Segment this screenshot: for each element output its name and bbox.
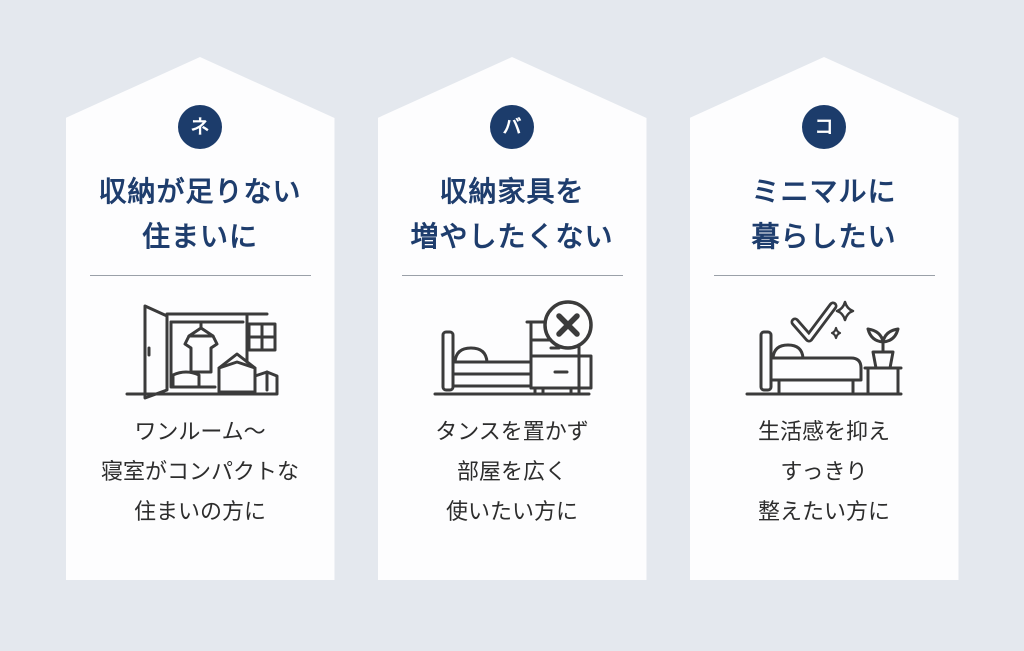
description-line: 部屋を広く bbox=[456, 459, 567, 484]
badge-label: ネ bbox=[190, 116, 210, 138]
divider bbox=[89, 275, 311, 276]
description-line: ワンルーム〜 bbox=[134, 419, 266, 444]
card-description: タンスを置かず 部屋を広く 使いたい方に bbox=[435, 412, 589, 532]
description-line: 住まいの方に bbox=[133, 499, 266, 524]
description-line: 整えたい方に bbox=[757, 499, 890, 524]
title-line: 住まいに bbox=[141, 222, 258, 253]
card-title: 収納家具を 増やしたくない bbox=[410, 170, 613, 260]
card-description: ワンルーム〜 寝室がコンパクトな 住まいの方に bbox=[101, 412, 299, 532]
title-line: ミニマルに bbox=[751, 177, 897, 208]
description-line: 生活感を抑え bbox=[757, 419, 890, 444]
description-line: 使いたい方に bbox=[445, 499, 578, 524]
title-line: 収納家具を bbox=[439, 177, 585, 208]
badge-circle: バ bbox=[490, 105, 534, 149]
persona-card-storage-shortage: ネ 収納が足りない 住まいに bbox=[65, 57, 335, 580]
divider bbox=[713, 275, 935, 276]
divider bbox=[401, 275, 623, 276]
title-line: 収納が足りない bbox=[98, 177, 302, 208]
description-line: 寝室がコンパクトな bbox=[100, 459, 299, 484]
card-title: ミニマルに 暮らしたい bbox=[751, 170, 896, 260]
badge-circle: ネ bbox=[178, 105, 222, 149]
description-line: タンスを置かず bbox=[435, 419, 589, 444]
open-closet-with-boxes-icon bbox=[115, 292, 285, 402]
bed-dresser-crossed-out-icon bbox=[427, 292, 597, 402]
card-title: 収納が足りない 住まいに bbox=[98, 170, 301, 260]
persona-card-minimal-living: コ ミニマルに 暮らしたい bbox=[689, 57, 959, 580]
badge-circle: コ bbox=[802, 105, 846, 149]
title-line: 増やしたくない bbox=[410, 222, 614, 253]
description-line: すっきり bbox=[780, 459, 868, 484]
title-line: 暮らしたい bbox=[751, 222, 897, 253]
card-description: 生活感を抑え すっきり 整えたい方に bbox=[758, 412, 890, 532]
bed-checkmark-plant-icon bbox=[739, 292, 909, 402]
badge-label: バ bbox=[502, 116, 522, 138]
badge-label: コ bbox=[814, 116, 834, 138]
persona-card-no-more-furniture: バ 収納家具を 増やしたくない bbox=[377, 57, 647, 580]
